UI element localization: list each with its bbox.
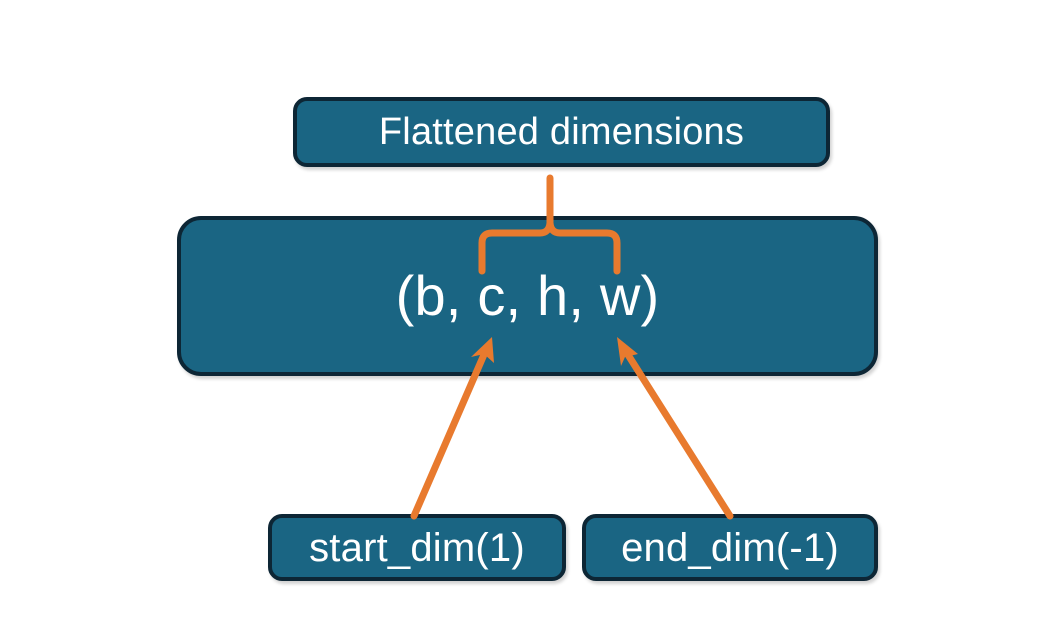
start-dim-box: start_dim(1): [268, 514, 566, 581]
tensor-shape-box: (b, c, h, w): [177, 216, 878, 376]
flattened-dimensions-label: Flattened dimensions: [378, 111, 745, 153]
tensor-shape-label: (b, c, h, w): [395, 264, 660, 327]
start-dim-label: start_dim(1): [309, 525, 525, 570]
end-dim-box: end_dim(-1): [582, 514, 878, 581]
flattened-dimensions-box: Flattened dimensions: [293, 97, 830, 167]
end-dim-label: end_dim(-1): [621, 525, 839, 570]
